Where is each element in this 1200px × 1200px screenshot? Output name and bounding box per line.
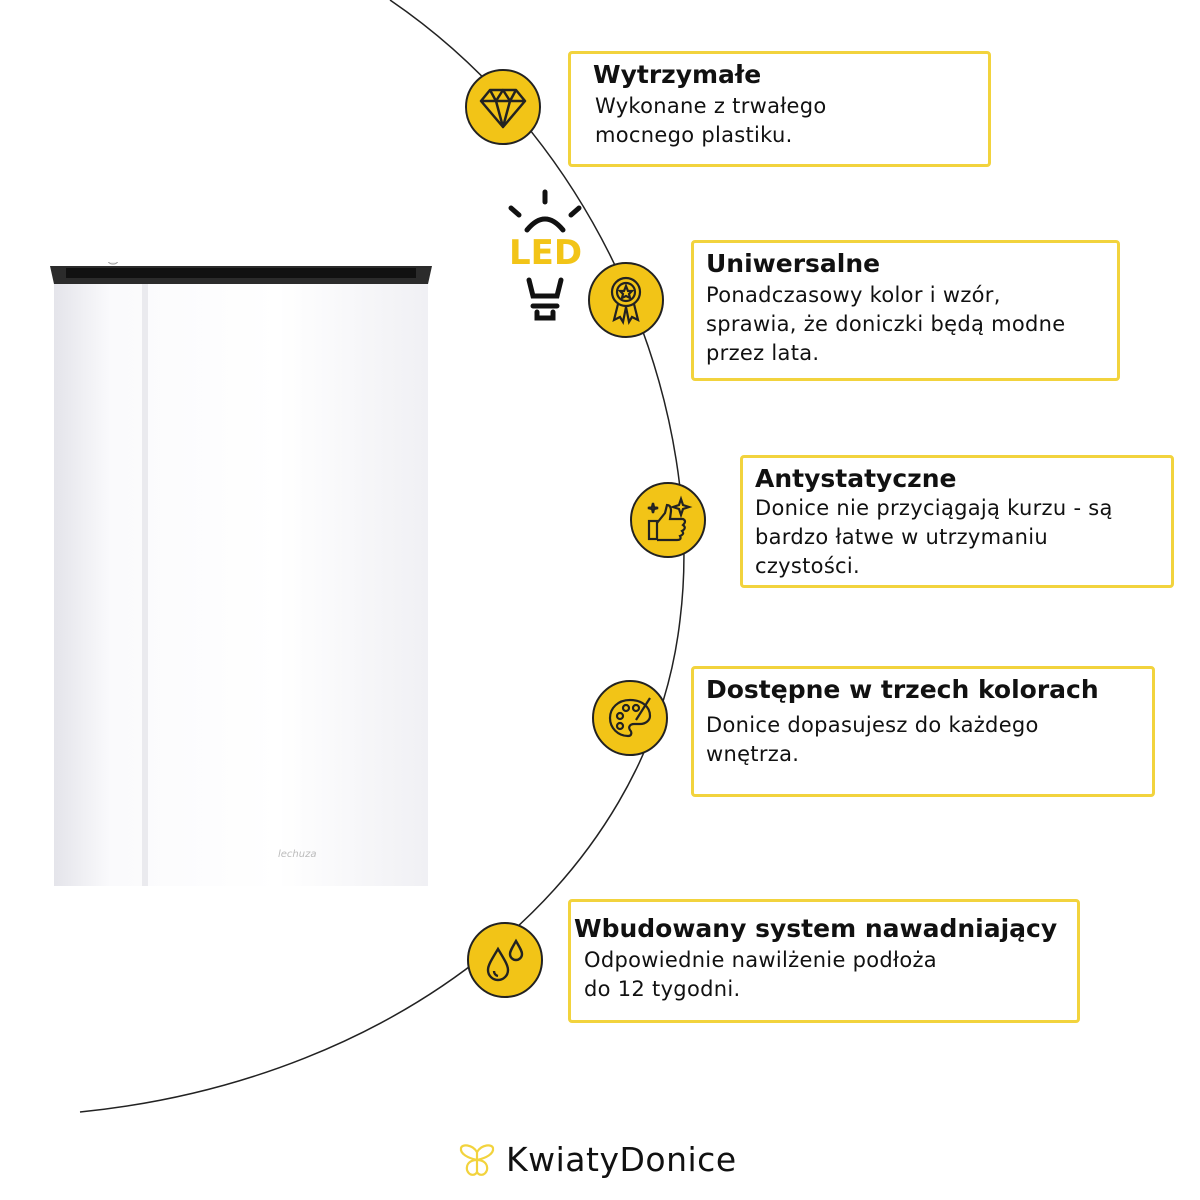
feature-text-line: bardzo łatwe w utrzymaniu [755,525,1048,549]
white-planter-image: lechuza [50,262,432,886]
feature-text-line: Donice dopasujesz do każdego [706,713,1039,737]
feature-card-antistatic: Antystatyczne Donice nie przyciągają kur… [740,455,1174,588]
diamond-icon [465,69,541,145]
thumbs-up-sparkle-icon [630,482,706,558]
feature-title: Antystatyczne [755,464,957,493]
led-feature: LED [505,188,585,328]
feature-card-durable: Wytrzymałe Wykonane z trwałego mocnego p… [568,51,991,167]
award-ribbon-icon [588,262,664,338]
feature-text-line: do 12 tygodni. [584,977,741,1001]
feature-title: Uniwersalne [706,249,881,278]
led-label: LED [509,233,583,273]
feature-title: Wytrzymałe [593,60,762,89]
feature-card-colors: Dostępne w trzech kolorach Donice dopasu… [691,666,1155,797]
feature-title: Dostępne w trzech kolorach [706,675,1099,704]
svg-text:lechuza: lechuza [278,849,316,860]
butterfly-logo-icon [459,1143,495,1176]
feature-text-line: czystości. [755,554,861,578]
brand-name: KwiatyDonice [506,1140,737,1179]
water-drops-icon [467,922,543,998]
feature-text-line: Donice nie przyciągają kurzu - są [755,496,1113,520]
feature-title: Wbudowany system nawadniający [574,914,1058,943]
brand-logo: KwiatyDonice [458,1140,737,1179]
feature-text-line: sprawia, że doniczki będą modne [706,312,1066,336]
feature-text-line: przez lata. [706,341,820,365]
feature-text-line: Wykonane z trwałego [595,94,827,118]
feature-text-line: Ponadczasowy kolor i wzór, [706,283,1001,307]
feature-card-universal: Uniwersalne Ponadczasowy kolor i wzór, s… [691,240,1120,381]
feature-text-line: wnętrza. [706,742,800,766]
feature-text-line: Odpowiednie nawilżenie podłoża [584,948,937,972]
led-bulb-icon [508,189,582,321]
feature-card-watering: Wbudowany system nawadniający Odpowiedni… [568,899,1080,1023]
feature-text-line: mocnego plastiku. [595,123,793,147]
palette-icon [592,680,668,756]
